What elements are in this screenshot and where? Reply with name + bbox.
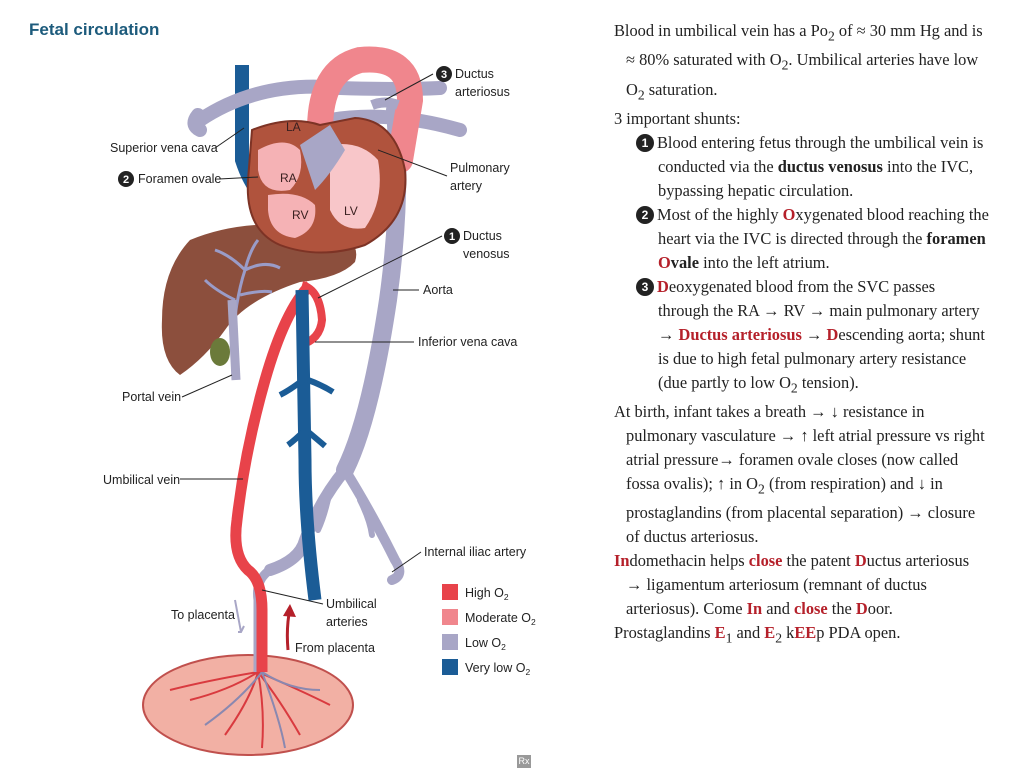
legend-label-low: Low O2 xyxy=(465,636,506,652)
paragraph-indomethacin: Indomethacin helps close the patent Duct… xyxy=(614,551,970,619)
marker-one-ductus xyxy=(444,228,460,244)
paragraph-at-birth: At birth, infant takes a breath → ↓ resi… xyxy=(614,402,985,547)
ivc-vessel xyxy=(278,289,335,601)
label-to-placenta: To placenta xyxy=(171,608,235,622)
label-svc: Superior vena cava xyxy=(110,141,218,155)
legend-swatch-low xyxy=(442,634,458,650)
legend-swatch-very-low xyxy=(442,659,458,675)
legend-label-high: High O2 xyxy=(465,586,509,602)
heart-label-ra: RA xyxy=(280,171,297,185)
label-from-placenta: From placenta xyxy=(295,641,375,655)
marker-two-foramen xyxy=(118,171,134,187)
shunt-3-marker: 3 xyxy=(636,277,654,296)
label-umbilical-arteries-2: arteries xyxy=(326,615,368,629)
explanation-text: Blood in umbilical vein has a Po2 of ≈ 3… xyxy=(614,19,989,651)
marker-two-text: 2 xyxy=(123,174,129,186)
label-umbilical-arteries-1: Umbilical xyxy=(326,597,377,611)
shunt-1-marker: 1 xyxy=(636,133,654,152)
label-ductus-arteriosus-2: arteriosus xyxy=(455,85,510,99)
diagram-title: Fetal circulation xyxy=(29,20,160,39)
heart-label-la: LA xyxy=(286,120,301,134)
label-ductus-venosus-1: Ductus xyxy=(463,229,502,243)
ductus-arteriosus-vessel xyxy=(370,97,400,110)
label-pulmonary-artery-1: Pulmonary xyxy=(450,161,510,175)
paragraph-prostaglandins: Prostaglandins E1 and E2 kEEp PDA open. xyxy=(614,623,901,646)
label-umbilical-vein: Umbilical vein xyxy=(103,473,180,487)
legend-label-very-low: Very low O2 xyxy=(465,661,530,677)
ductus-venosus-vessel xyxy=(298,281,327,349)
marker-three-text: 3 xyxy=(441,69,447,81)
label-aorta: Aorta xyxy=(423,283,453,297)
label-foramen-ovale: Foramen ovale xyxy=(138,172,221,186)
paragraph-umbilical: Blood in umbilical vein has a Po2 of ≈ 3… xyxy=(614,21,983,102)
heart-label-lv: LV xyxy=(344,204,358,218)
leader-lines xyxy=(180,73,448,605)
label-ductus-arteriosus-1: Ductus xyxy=(455,67,494,81)
legend-label-moderate: Moderate O2 xyxy=(465,611,536,627)
marker-three-ductus xyxy=(436,66,452,82)
legend-swatch-moderate xyxy=(442,609,458,625)
heart-label-rv: RV xyxy=(292,208,308,222)
marker-one-text: 1 xyxy=(449,231,455,243)
umbilical-vein-vessel xyxy=(230,281,315,672)
label-ductus-venosus-2: venosus xyxy=(463,247,510,261)
liver xyxy=(161,224,357,375)
gallbladder xyxy=(210,338,230,366)
placenta xyxy=(142,654,354,756)
label-portal-vein: Portal vein xyxy=(122,390,181,404)
legend: High O2 Moderate O2 Low O2 Very low O2 xyxy=(442,584,536,677)
shunt-2-marker: 2 xyxy=(636,205,654,224)
label-internal-iliac: Internal iliac artery xyxy=(424,545,527,559)
portal-vein-vessel xyxy=(227,299,241,381)
paragraph-shunts-heading: 3 important shunts: xyxy=(614,108,741,128)
aortic-arch xyxy=(307,46,424,233)
legend-swatch-high xyxy=(442,584,458,600)
heart xyxy=(246,116,407,254)
flow-arrows xyxy=(234,599,296,651)
label-ivc: Inferior vena cava xyxy=(418,335,517,349)
label-pulmonary-artery-2: artery xyxy=(450,179,483,193)
fetal-circulation-diagram: LA RA RV LV Superior vena cava 2 Fo xyxy=(103,46,536,756)
footer-rx-logo: Rx xyxy=(517,755,531,768)
